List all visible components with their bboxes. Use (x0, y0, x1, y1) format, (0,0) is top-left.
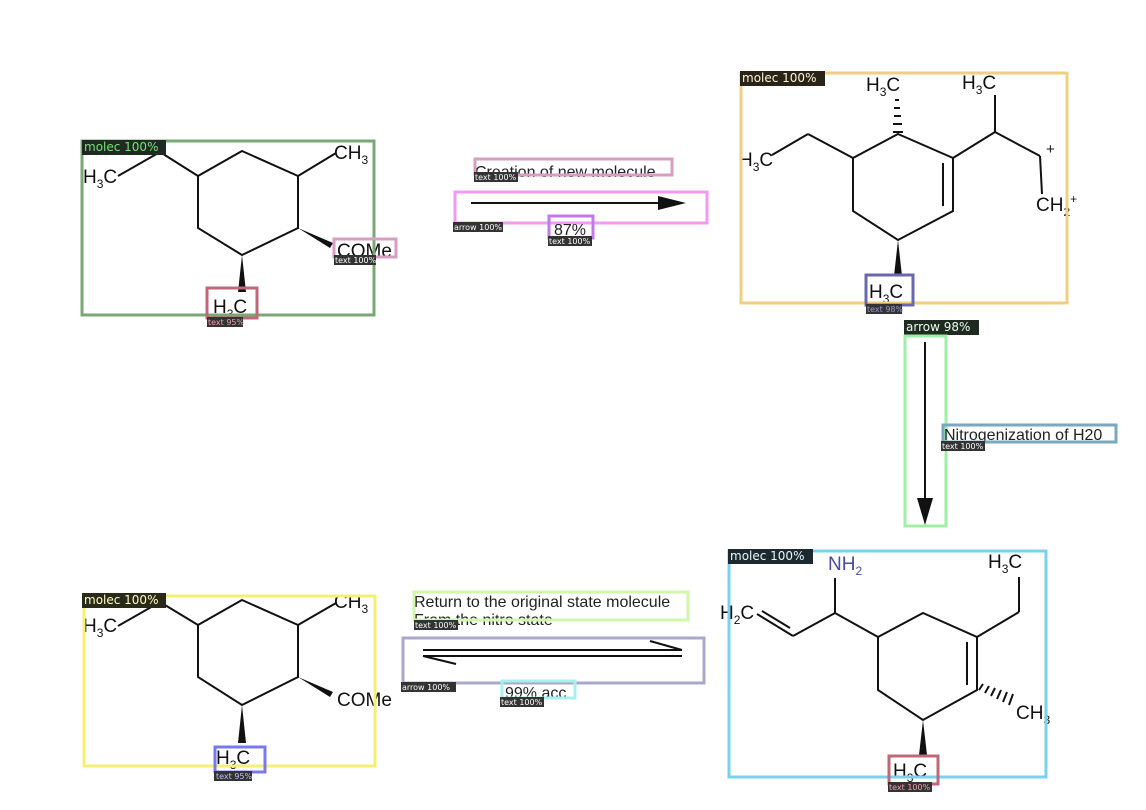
molecule-3-box (727, 549, 1048, 779)
arrow-2-caption-box (941, 423, 1118, 444)
molecule-2-box (739, 71, 1069, 305)
arrow-2-box (903, 334, 948, 528)
arrow-1-caption-box (473, 157, 674, 177)
molecule-4-come: COMe (337, 690, 392, 711)
molecule-1-come-tag: text 100% (335, 256, 377, 265)
arrow-3-tag-bg (401, 682, 456, 692)
molecule-2-h3c-tag: text 98% (867, 305, 904, 314)
molecule-3-h3c-bottom: H3C (893, 761, 927, 785)
molecule-2-plus: + (1046, 141, 1055, 158)
molecule-1-h3c-tag-bg (207, 317, 243, 327)
arrow-2-tag-bg (904, 320, 979, 335)
molecule-4: H3C CH3 COMe H3C molec 100% text 95% (82, 592, 392, 781)
molecule-4-label: molec 100% (84, 593, 158, 607)
arrow-3-label: arrow 100% (402, 683, 450, 692)
molecule-3-label: molec 100% (730, 549, 804, 563)
arrow-2-caption-tag: text 100% (942, 442, 984, 451)
molecule-1-h3c-tag: text 95% (208, 318, 245, 327)
molecule-2-tag-bg (740, 71, 825, 86)
molecule-2-h3c-tag-bg (866, 304, 902, 314)
molecule-2-h3c-top-a: H3C (866, 75, 900, 99)
molecule-4-h3c-tag-bg (214, 771, 252, 781)
molecule-4-box (82, 594, 377, 768)
arrow-3-caption-line1: Return to the original state molecule (414, 594, 670, 611)
arrow-1-head (658, 196, 686, 210)
arrow-3-top-barb (649, 640, 683, 651)
arrow-1-value-tag-bg (548, 236, 592, 246)
arrow-1-label: arrow 100% (454, 223, 502, 232)
arrow-3-caption-box (412, 590, 690, 622)
molecule-4-h3c-bottom: H3C (216, 748, 250, 772)
molecule-4-h3c-left: H3C (83, 616, 117, 640)
molecule-2-h3c-left: H3C (739, 150, 773, 174)
molecule-1-structure (117, 149, 337, 292)
molecule-3-h3c-top: H3C (988, 552, 1022, 576)
molecule-3-h3c-tag-bg (888, 782, 932, 792)
molecule-4-structure (117, 598, 337, 743)
arrow-2-caption: Nitrogenization of H20 (944, 427, 1102, 444)
molecule-1-come-tag-bg (334, 255, 376, 265)
arrow-1-caption-tag-bg (474, 172, 518, 182)
arrow-1-tag-bg (453, 222, 503, 232)
molecule-3-h3c-tag: text 100% (889, 783, 931, 792)
molecule-1-ch3: CH3 (334, 143, 368, 167)
arrow-2-label: arrow 98% (906, 320, 970, 334)
arrow-3-caption-tag: text 100% (415, 621, 457, 630)
molecule-3: NH2 H2C H3C CH3 H3C molec 100% text 100% (720, 549, 1050, 792)
molecule-2-structure (771, 95, 1043, 276)
molecule-1: H3C CH3 COMe H3C molec 100% text 100% te… (80, 139, 398, 327)
molecule-3-nh2: NH2 (828, 554, 862, 578)
arrow-1-value: 87% (554, 222, 586, 239)
molecule-3-tag-bg (728, 549, 813, 564)
arrow-3-value-tag: text 100% (501, 698, 543, 707)
arrow-2-caption-tag-bg (941, 441, 985, 451)
arrow-3-caption-tag-bg (414, 620, 458, 630)
molecule-3-structure (756, 577, 1020, 755)
arrow-1-box (453, 190, 709, 225)
molecule-2-h3c-top-b: H3C (962, 73, 996, 97)
arrow-1-value-tag: text 100% (549, 237, 591, 246)
molecule-4-tag-bg (82, 593, 166, 608)
arrow-3-bottom-barb (422, 655, 457, 665)
arrow-1-caption: Creation of new molecule (475, 164, 656, 181)
arrow-1: Creation of new molecule text 100% arrow… (453, 157, 709, 246)
arrow-2-head (917, 498, 933, 525)
arrow-3: Return to the original state molecule Fr… (401, 590, 706, 707)
arrow-2: arrow 98% Nitrogenization of H20 text 10… (903, 320, 1118, 528)
molecule-2-label: molec 100% (742, 71, 816, 85)
molecule-4-h3c-tag: text 95% (216, 772, 253, 781)
molecule-1-h3c-left: H3C (83, 167, 117, 191)
molecule-1-tag-bg (82, 140, 166, 155)
molecule-1-label: molec 100% (84, 140, 158, 154)
molecule-2: H3C H3C H3C + CH2+ H3C molec 100% text 9… (739, 71, 1077, 314)
molecule-1-box (80, 139, 376, 317)
arrow-3-box (401, 636, 706, 685)
molecule-2-ch2: CH2+ (1036, 192, 1077, 219)
molecule-3-h2c: H2C (720, 603, 754, 627)
arrow-1-caption-tag: text 100% (475, 173, 517, 182)
arrow-3-value-tag-bg (500, 697, 544, 707)
